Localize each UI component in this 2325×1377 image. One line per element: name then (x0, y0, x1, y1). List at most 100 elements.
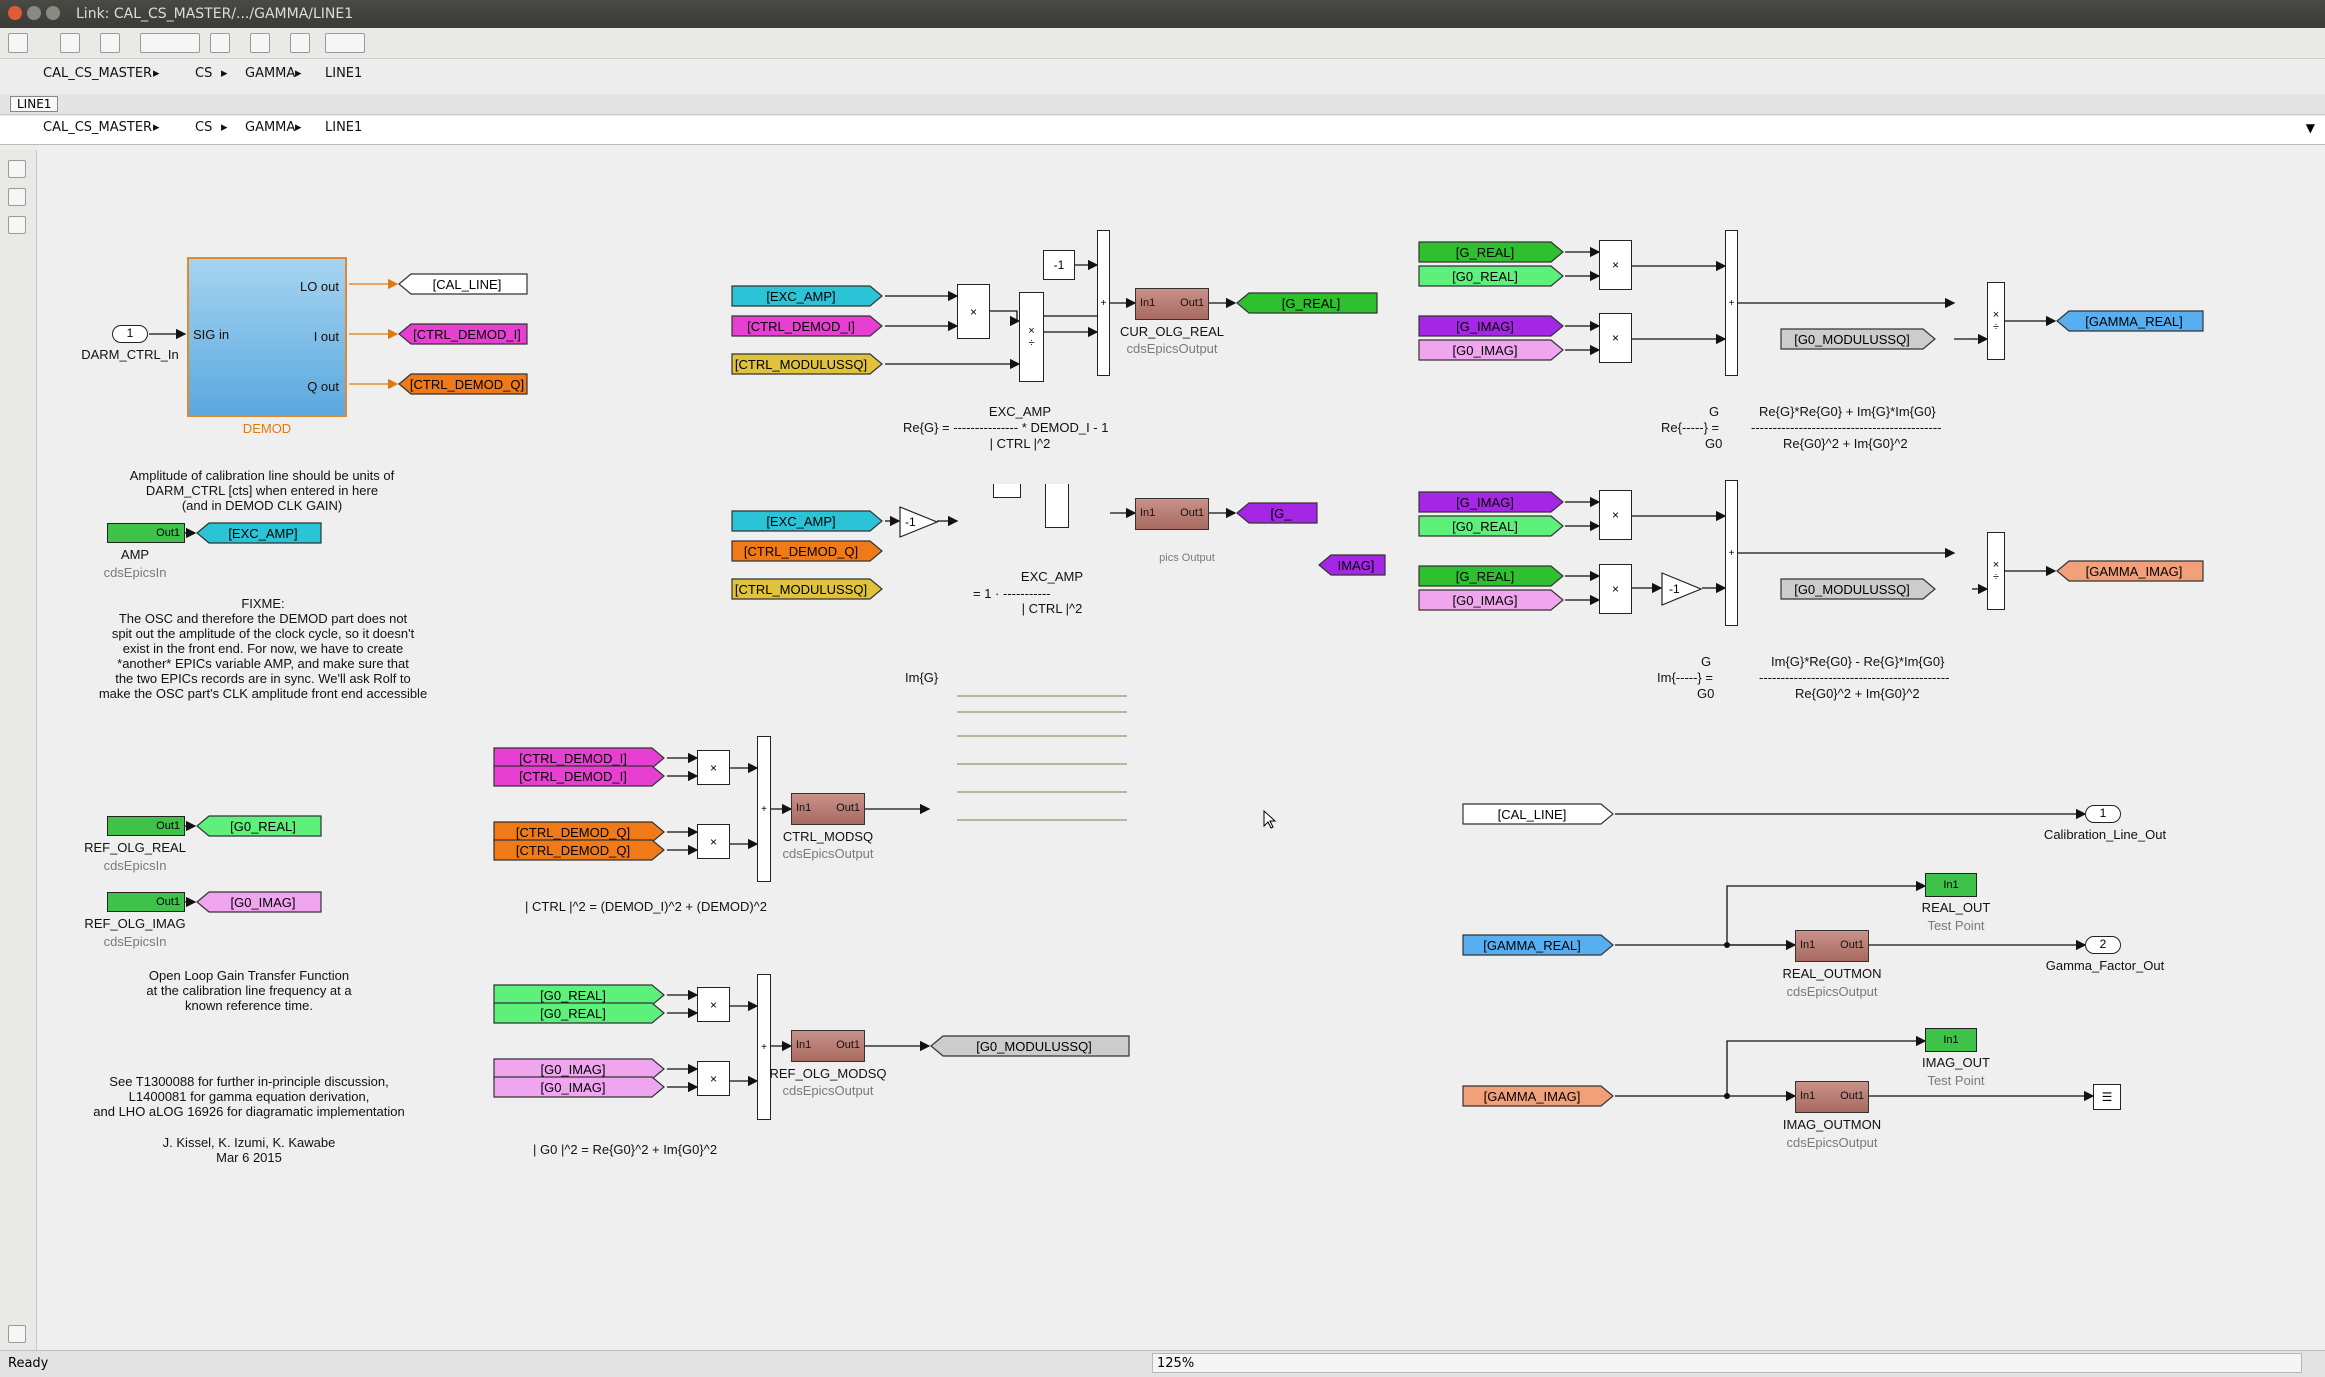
from-g0-real[interactable]: [G0_REAL] (493, 984, 665, 1006)
lock-icon[interactable] (8, 1325, 26, 1343)
goto-exc-amp[interactable]: [EXC_AMP] (196, 522, 322, 544)
product-block[interactable]: × (697, 750, 730, 785)
from-g-real[interactable]: [G_REAL] (1418, 565, 1564, 587)
product-block[interactable]: × (1599, 490, 1632, 540)
from-cal-line[interactable]: [CAL_LINE] (1462, 803, 1614, 825)
from-gamma-real[interactable]: [GAMMA_REAL] (1462, 934, 1614, 956)
save-icon[interactable] (60, 33, 80, 53)
goto-gamma-imag[interactable]: [GAMMA_IMAG] (2056, 560, 2204, 582)
ref-olg-real-block[interactable]: Out1 (107, 816, 185, 836)
simulate-icon[interactable] (325, 33, 365, 53)
from-g0-modulussq[interactable]: [G0_MODULUSSQ] (1780, 328, 1936, 350)
outport-gamma-factor[interactable]: 2 (2085, 936, 2121, 954)
from-g-imag[interactable]: [G_IMAG] (1418, 315, 1564, 337)
breadcrumb-item[interactable]: LINE1 (325, 120, 363, 135)
back-forward-icon[interactable] (140, 33, 200, 53)
divide-block[interactable] (1045, 484, 1069, 528)
from-exc-amp[interactable]: [EXC_AMP] (731, 510, 883, 532)
from-exc-amp[interactable]: [EXC_AMP] (731, 285, 883, 307)
from-g-imag[interactable]: [G_IMAG] (1418, 491, 1564, 513)
terminator-icon[interactable]: ☰ (2093, 1084, 2121, 1110)
inport-darm-ctrl[interactable]: 1 (112, 325, 148, 343)
real-out-test-point[interactable]: In1 (1925, 873, 1977, 897)
breadcrumb-item[interactable]: CS (195, 66, 213, 81)
from-gamma-imag[interactable]: [GAMMA_IMAG] (1462, 1085, 1614, 1107)
minimize-window-button[interactable] (27, 6, 41, 20)
from-ctrl-modulussq[interactable]: [CTRL_MODULUSSQ] (731, 353, 883, 375)
maximize-window-button[interactable] (46, 6, 60, 20)
gain-block[interactable]: -1 (1661, 572, 1703, 606)
zoom-icon[interactable] (8, 160, 26, 178)
product-block[interactable]: × (697, 987, 730, 1022)
sum-block[interactable]: + (1725, 230, 1738, 376)
divide-block[interactable]: ×÷ (1987, 282, 2005, 360)
product-block[interactable]: × (1599, 313, 1632, 363)
from-g0-modulussq[interactable]: [G0_MODULUSSQ] (1780, 578, 1936, 600)
from-ctrl-demod-i[interactable]: [CTRL_DEMOD_I] (493, 747, 665, 769)
from-g0-real[interactable]: [G0_REAL] (493, 1002, 665, 1024)
from-g0-imag[interactable]: [G0_IMAG] (1418, 589, 1564, 611)
from-g0-real[interactable]: [G0_REAL] (1418, 515, 1564, 537)
imag-out-test-point[interactable]: In1 (1925, 1028, 1977, 1052)
up-level-icon[interactable] (210, 33, 230, 53)
library-browser-icon[interactable] (290, 33, 310, 53)
from-g0-imag[interactable]: [G0_IMAG] (493, 1058, 665, 1080)
print-icon[interactable] (100, 33, 120, 53)
breadcrumb-item[interactable]: CAL_CS_MASTER (43, 120, 153, 135)
model-browser-icon[interactable] (250, 33, 270, 53)
product-block[interactable] (993, 484, 1021, 498)
goto-g-imag[interactable]: [G_ (1236, 502, 1318, 524)
sum-block[interactable]: + (757, 974, 771, 1120)
goto-gamma-real[interactable]: [GAMMA_REAL] (2056, 310, 2204, 332)
close-window-button[interactable] (8, 6, 22, 20)
divide-block[interactable]: ×÷ (1019, 292, 1044, 382)
from-ctrl-demod-q[interactable]: [CTRL_DEMOD_Q] (493, 839, 665, 861)
goto-g0-imag[interactable]: [G0_IMAG] (196, 891, 322, 913)
sum-block[interactable]: + (757, 736, 771, 882)
from-ctrl-demod-q[interactable]: [CTRL_DEMOD_Q] (493, 821, 665, 843)
gain-block[interactable]: -1 (899, 506, 939, 538)
from-g-real[interactable]: [G_REAL] (1418, 241, 1564, 263)
dropdown-arrow-icon[interactable]: ▼ (2305, 121, 2315, 135)
breadcrumb-item[interactable]: GAMMA (245, 120, 296, 135)
fit-view-icon[interactable] (8, 188, 26, 206)
goto-g0-modulussq[interactable]: [G0_MODULUSSQ] (930, 1035, 1130, 1057)
breadcrumb-item[interactable]: LINE1 (325, 66, 363, 81)
model-canvas[interactable]: [CAL_LINE] [CTRL_DEMOD_I] [CTRL_DEMOD_Q] [E… (37, 146, 2325, 1350)
goto-g0-real[interactable]: [G0_REAL] (196, 815, 322, 837)
breadcrumb-item[interactable]: GAMMA (245, 66, 296, 81)
outport-calibration-line[interactable]: 1 (2085, 805, 2121, 823)
goto-g-imag-fragment[interactable]: IMAG] (1318, 554, 1386, 576)
from-ctrl-demod-q[interactable]: [CTRL_DEMOD_Q] (731, 540, 883, 562)
from-ctrl-modulussq[interactable]: [CTRL_MODULUSSQ] (731, 578, 883, 600)
annotation-icon[interactable] (8, 216, 26, 234)
sum-block[interactable]: + (1725, 480, 1738, 626)
product-block[interactable]: × (957, 284, 990, 339)
ref-olg-imag-block[interactable]: Out1 (107, 892, 185, 912)
constant-block[interactable]: -1 (1043, 250, 1075, 280)
goto-ctrl-demod-i[interactable]: [CTRL_DEMOD_I] (398, 323, 528, 345)
sum-block[interactable]: + (1097, 230, 1110, 376)
breadcrumb-item[interactable]: CS (195, 120, 213, 135)
from-g0-real[interactable]: [G0_REAL] (1418, 265, 1564, 287)
new-model-icon[interactable] (8, 33, 28, 53)
from-ctrl-demod-i[interactable]: [CTRL_DEMOD_I] (493, 765, 665, 787)
goto-cal-line[interactable]: [CAL_LINE] (398, 273, 528, 295)
product-block[interactable]: × (697, 824, 730, 859)
tab-line1[interactable]: LINE1 (10, 96, 59, 112)
amp-epics-in-block[interactable]: Out1 (107, 523, 185, 543)
product-block[interactable]: × (1599, 564, 1632, 614)
breadcrumb-item[interactable]: CAL_CS_MASTER (43, 66, 153, 81)
product-block[interactable]: × (697, 1061, 730, 1096)
goto-g-real[interactable]: [G_REAL] (1236, 292, 1378, 314)
from-g0-imag[interactable]: [G0_IMAG] (493, 1076, 665, 1098)
from-g0-imag[interactable]: [G0_IMAG] (1418, 339, 1564, 361)
zoom-field[interactable]: 125% (1152, 1353, 2302, 1373)
product-block[interactable]: × (1599, 240, 1632, 290)
